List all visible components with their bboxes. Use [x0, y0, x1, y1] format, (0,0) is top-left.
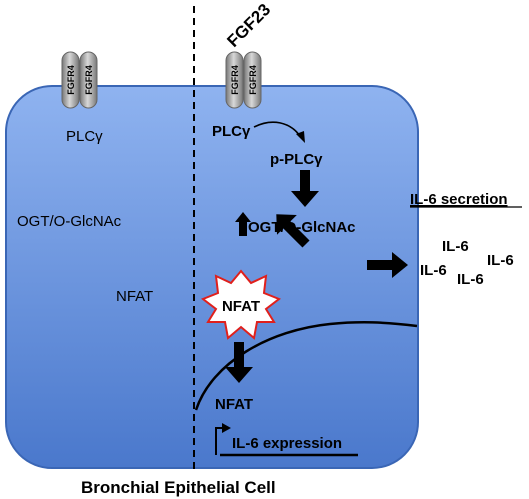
- p-plc-label: p-PLCγ: [270, 151, 323, 168]
- nuclear-nfat-label: NFAT: [215, 396, 253, 413]
- up-arrow-icon: [235, 212, 251, 236]
- il6-molecule: IL-6: [420, 262, 447, 279]
- fgfr4-receptor-right: FGFR4 FGFR4: [225, 51, 262, 109]
- il6-molecule: IL-6: [457, 271, 484, 288]
- diagonal-arrow-icon: [276, 214, 310, 248]
- il6-secretion-heading: IL-6 secretion: [410, 191, 508, 208]
- nfat-active-label: NFAT: [222, 298, 260, 315]
- nuclear-translocation-arrow-icon: [225, 342, 253, 383]
- receptor-label: FGFR4: [230, 65, 240, 95]
- secretion-arrow-icon: [367, 252, 408, 278]
- down-arrow-icon: [291, 170, 319, 207]
- receptor-label: FGFR4: [84, 65, 94, 95]
- nucleus-membrane: [194, 321, 418, 411]
- fgfr4-receptor-left: FGFR4 FGFR4: [61, 51, 98, 109]
- receptor-label: FGFR4: [248, 65, 258, 95]
- fgf23-ligand-label: FGF23: [223, 0, 274, 51]
- phosphorylation-arrow: [253, 121, 301, 137]
- il6-molecule: IL-6: [487, 252, 514, 269]
- cell-body: [5, 85, 419, 469]
- left-nfat-label: NFAT: [116, 288, 153, 305]
- promoter-arrow-icon: [215, 423, 358, 457]
- left-plc-label: PLCγ: [66, 128, 103, 145]
- right-plc-label: PLCγ: [212, 123, 251, 140]
- nfat-activation-star: [200, 269, 282, 340]
- right-ogt-label: OGT/O-GlcNAc: [248, 219, 356, 236]
- receptor-label: FGFR4: [66, 65, 76, 95]
- cell-title: Bronchial Epithelial Cell: [81, 478, 276, 497]
- left-ogt-label: OGT/O-GlcNAc: [17, 213, 122, 230]
- il6-molecule: IL-6: [442, 238, 469, 255]
- il6-expression-label: IL-6 expression: [232, 435, 342, 452]
